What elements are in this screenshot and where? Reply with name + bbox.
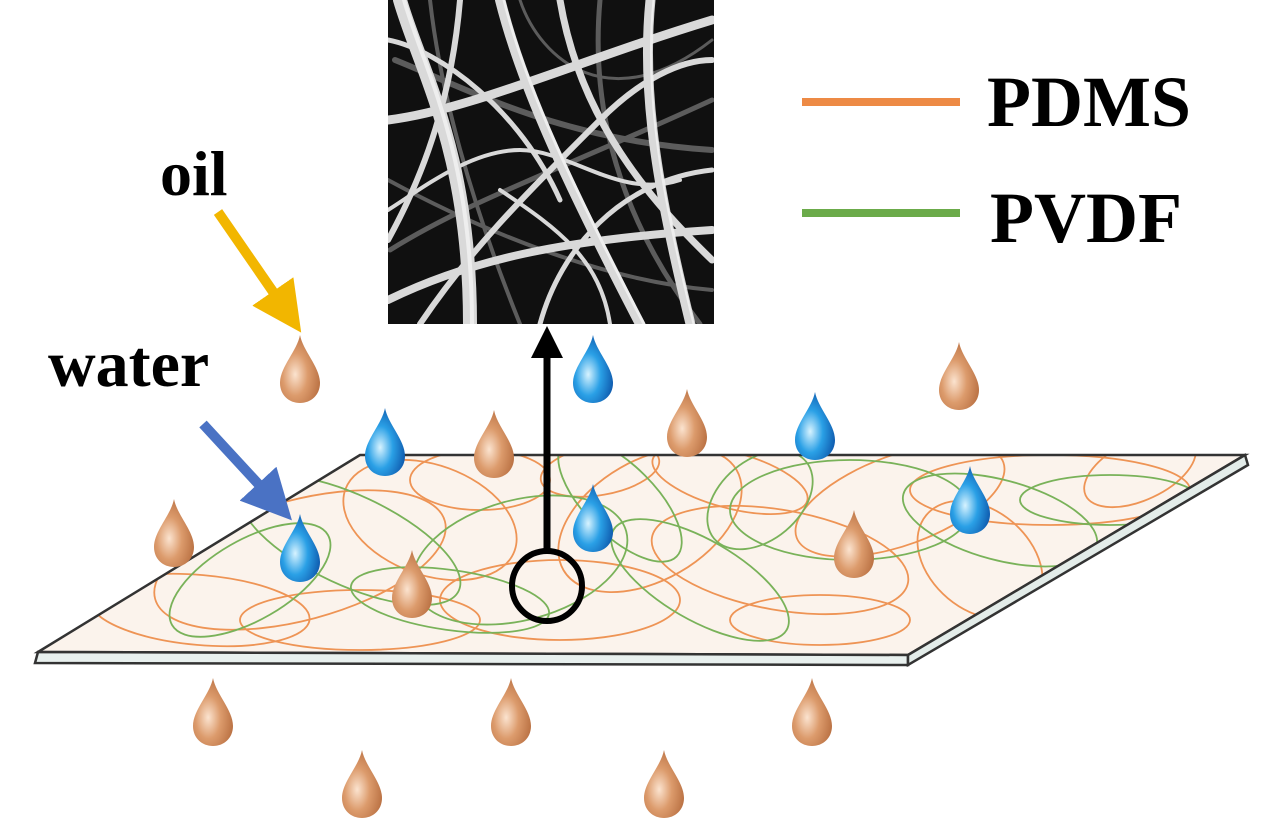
oil-droplet-icon: [193, 678, 233, 746]
legend-label-pdms: PDMS: [987, 62, 1191, 142]
oil-label: oil: [160, 138, 228, 209]
oil-droplet-icon: [792, 678, 832, 746]
arrowhead-icon: [531, 326, 563, 358]
water-droplet-icon: [795, 392, 835, 460]
oil-droplet-icon: [644, 750, 684, 818]
zoom-indicator: [509, 326, 585, 624]
membrane: [33, 453, 1250, 668]
water-label: water: [48, 328, 210, 401]
oil-droplet-icon: [154, 499, 194, 567]
oil-droplet-icon: [280, 335, 320, 403]
oil-droplet-icon: [474, 410, 514, 478]
water-pointer-arrow: [199, 420, 292, 521]
water-droplet-icon: [365, 408, 405, 476]
sem-image: [388, 0, 714, 324]
oil-droplet-icon: [491, 678, 531, 746]
oil-pointer-arrow: [213, 209, 302, 333]
water-droplet-icon: [573, 335, 613, 403]
oil-droplet-icon: [342, 750, 382, 818]
oil-droplet-icon: [939, 342, 979, 410]
oil-droplet-icon: [667, 389, 707, 457]
legend-label-pvdf: PVDF: [990, 178, 1182, 258]
